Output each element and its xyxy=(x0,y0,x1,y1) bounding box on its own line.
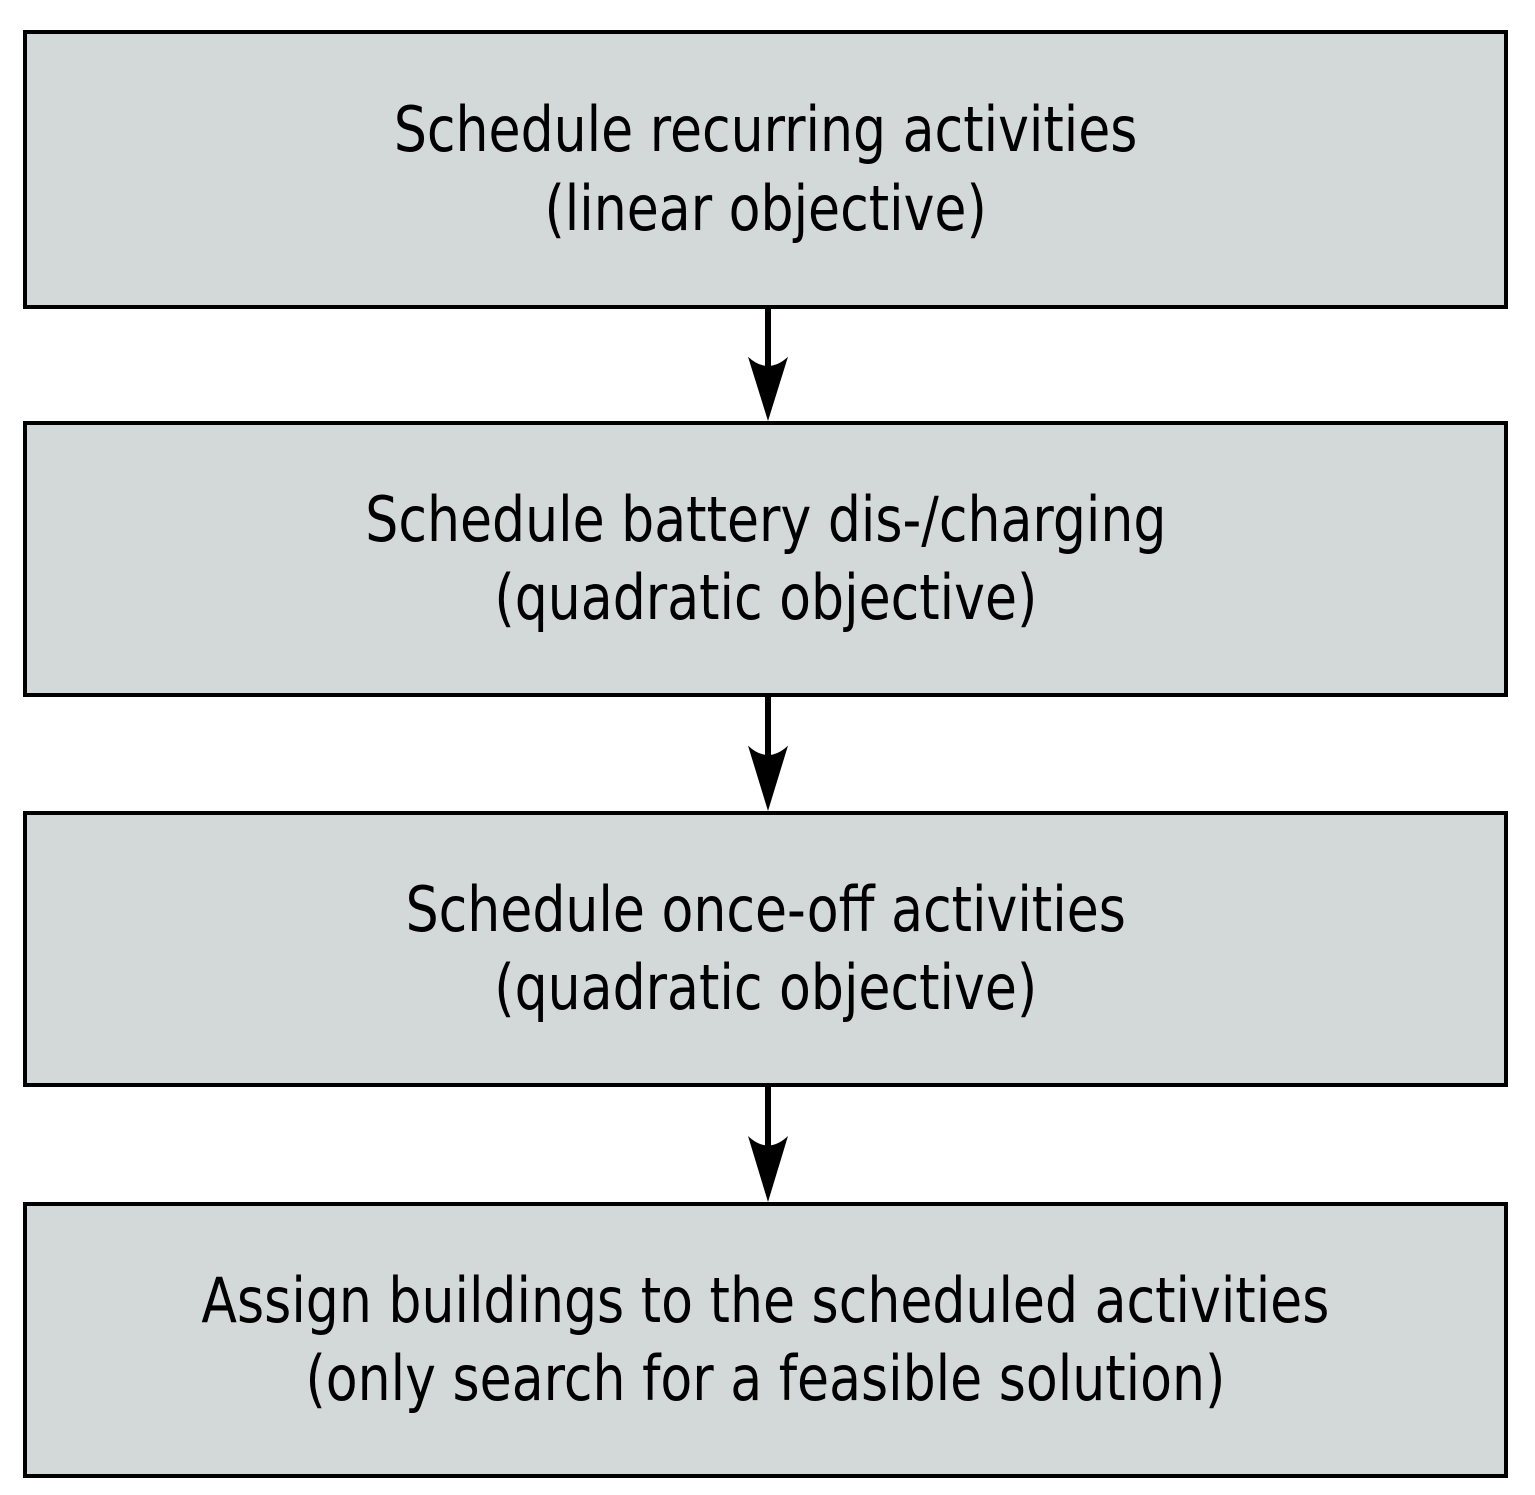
down-arrow xyxy=(748,309,788,421)
down-arrow xyxy=(748,697,788,811)
arrow-shaft xyxy=(765,1087,771,1157)
step-line-secondary: (only search for a feasible solution) xyxy=(305,1342,1226,1415)
step-box-schedule-battery-discharging: Schedule battery dis-/charging (quadrati… xyxy=(23,421,1508,697)
step-box-schedule-once-off-activities: Schedule once-off activities (quadratic … xyxy=(23,811,1508,1087)
step-line-primary: Schedule once-off activities xyxy=(405,872,1126,946)
arrow-head xyxy=(748,745,788,811)
step-label: Schedule battery dis-/charging (quadrati… xyxy=(365,481,1166,637)
arrow-shaft xyxy=(765,309,771,378)
step-label: Schedule once-off activities (quadratic … xyxy=(405,871,1125,1027)
step-line-primary: Schedule recurring activities xyxy=(393,93,1138,167)
arrow-head xyxy=(748,1136,788,1202)
step-line-secondary: (quadratic objective) xyxy=(494,951,1037,1024)
arrow-head xyxy=(748,356,788,421)
arrow-shaft xyxy=(765,697,771,767)
step-line-secondary: (quadratic objective) xyxy=(494,561,1037,634)
step-line-primary: Schedule battery dis-/charging xyxy=(364,482,1167,556)
step-box-assign-buildings: Assign buildings to the scheduled activi… xyxy=(23,1202,1508,1478)
step-label: Assign buildings to the scheduled activi… xyxy=(202,1262,1330,1418)
step-line-primary: Assign buildings to the scheduled activi… xyxy=(201,1263,1330,1337)
step-line-secondary: (linear objective) xyxy=(544,171,987,245)
step-box-schedule-recurring-activities: Schedule recurring activities (linear ob… xyxy=(23,30,1508,309)
step-label: Schedule recurring activities (linear ob… xyxy=(394,91,1138,247)
down-arrow xyxy=(748,1087,788,1202)
